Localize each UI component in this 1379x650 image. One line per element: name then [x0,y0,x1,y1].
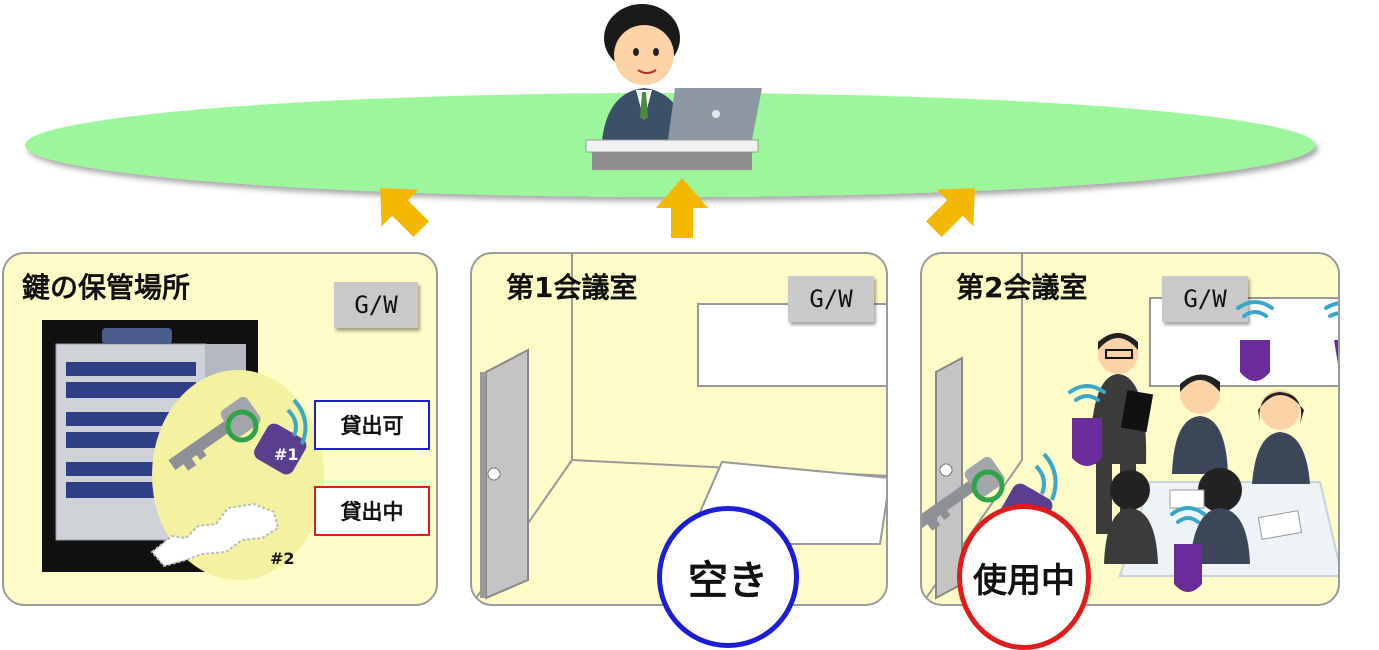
gateway-badge: G/W [334,282,418,328]
room1-status-circle: 空き [657,506,799,648]
key-2-tag: #2 [270,549,295,568]
gateway-badge: G/W [1162,276,1248,322]
office-worker-icon [585,4,762,170]
upload-arrows [380,178,975,238]
status-lent: 貸出中 [314,486,430,536]
key-1-tag: #1 [274,445,299,464]
room1-panel: 第1会議室 G/W [470,252,888,606]
panel-title: 鍵の保管場所 [22,271,191,304]
status-available: 貸出可 [314,400,430,450]
sensor-icon [1174,544,1202,592]
key-1-icon: #1 [168,396,308,475]
gateway-badge: G/W [788,276,874,322]
key-storage-panel: 鍵の保管場所 G/W #1 #2 貸出可 貸 [2,252,438,606]
sensor-icon [1072,418,1102,466]
arrow-center-icon [656,178,708,238]
arrow-right-icon [926,188,975,237]
occupancy-sensors [1068,300,1338,592]
sensor-icon [1240,340,1270,381]
key-2-missing-icon: #2 [150,502,295,568]
room2-status-circle: 使用中 [957,504,1091,650]
arrow-left-icon [380,188,429,237]
panel-title: 第2会議室 [956,271,1088,304]
panel-title: 第1会議室 [506,271,638,304]
